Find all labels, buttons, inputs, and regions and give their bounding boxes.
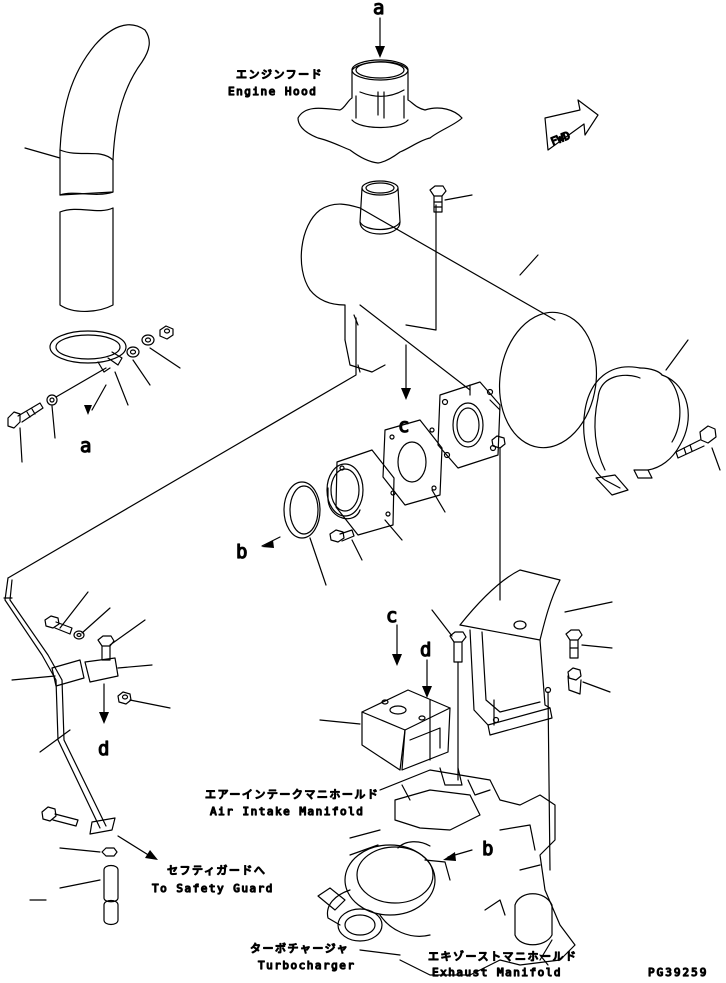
clamp-bolt [7, 394, 58, 429]
exhaust-manifold-label-en: Exhaust Manifold [432, 966, 562, 979]
muffler-band [583, 366, 689, 496]
engine-hood-label-en: Engine Hood [228, 85, 317, 98]
exhaust-manifold-label-jp: エキゾーストマニホールド [428, 950, 577, 963]
engine-hood-label-jp: エンジンフード [236, 68, 323, 81]
support-bolt [565, 629, 583, 695]
callout-d-block: d [420, 639, 431, 661]
air-intake-label-jp: エアーインテークマニホールド [205, 788, 379, 801]
turbocharger [317, 844, 451, 956]
callout-b-turbo: b [482, 838, 493, 860]
callout-c-gasket: c [398, 415, 409, 437]
engine-hood-adapter [297, 59, 463, 164]
pipe-adapter [326, 449, 395, 536]
clamp-nuts [126, 325, 174, 358]
seal-ring [283, 481, 321, 539]
callout-a-left: a [80, 435, 91, 457]
tail-pipe [59, 24, 150, 312]
drawing-number: PG39259 [648, 966, 708, 979]
tube-assembly [3, 577, 116, 835]
leader-pipe [24, 147, 61, 159]
callout-a-top: a [373, 0, 384, 19]
safety-guard-label-jp: セフティガードへ [167, 864, 266, 877]
muffler-support [459, 569, 561, 736]
callout-b-ring: b [236, 541, 247, 563]
air-intake-label-en: Air Intake Manifold [210, 805, 364, 818]
adapter-bolt [329, 529, 355, 543]
leader-nuts [149, 347, 181, 369]
lower-bolts [41, 806, 119, 926]
bracket-bolt-c [449, 631, 467, 663]
turbocharger-label-jp: ターボチャージャ [250, 942, 349, 955]
left-bolts [44, 615, 132, 705]
engine-manifold [349, 767, 576, 976]
pipe-clamp [49, 330, 127, 373]
gasket [382, 419, 443, 506]
mount-bolt-top [429, 185, 447, 213]
callout-c-block: c [386, 605, 397, 627]
fwd-arrow [544, 99, 599, 151]
safety-guard-label-en: To Safety Guard [152, 882, 274, 895]
turbocharger-label-en: Turbocharger [258, 959, 355, 972]
fwd-label: FWD [549, 129, 572, 148]
muffler [300, 180, 598, 469]
band-bolt [675, 425, 717, 459]
mount-block [361, 689, 451, 771]
callout-d-left: d [98, 738, 109, 760]
